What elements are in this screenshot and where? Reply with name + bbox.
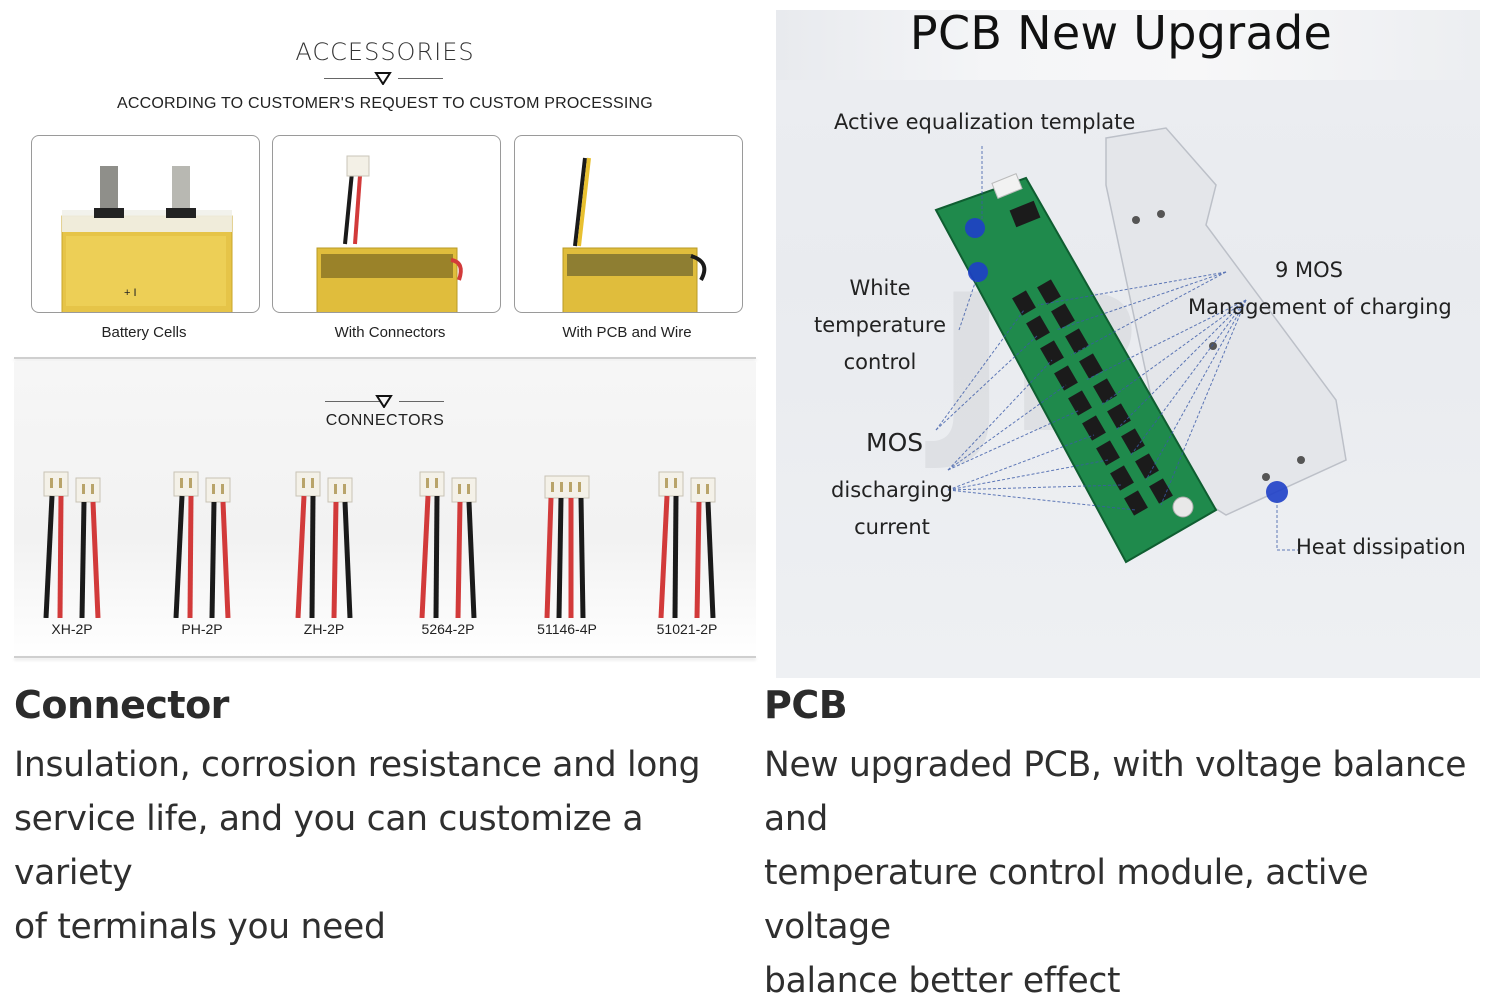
connectors-title: CONNECTORS [325, 412, 445, 429]
connector-label: 51146-4P [537, 621, 597, 637]
connector-image-zh-2p [268, 450, 380, 619]
callout-white-temperature: White temperature control [810, 270, 950, 381]
connector-image-ph-2p [146, 450, 258, 619]
callout-white-line2: temperature [814, 313, 946, 337]
svg-text:+ I: + I [124, 287, 137, 299]
with-pcb-wire-image [514, 135, 743, 313]
callout-active-equalization: Active equalization template [834, 110, 1136, 134]
down-triangle-icon [375, 395, 393, 408]
connector-image-5264-2p [392, 450, 504, 619]
callout-white-line1: White [849, 276, 911, 300]
section-divider-top [14, 357, 756, 359]
connector-desc-line1: Insulation, corrosion resistance and lon… [14, 745, 701, 785]
connector-image-51146-4p [511, 450, 623, 619]
callout-management-charging: Management of charging [1188, 295, 1452, 319]
marker-heat [1266, 481, 1288, 503]
pcb-desc-line1: New upgraded PCB, with voltage balance a… [764, 745, 1467, 839]
down-triangle-icon [374, 72, 392, 85]
pcb-desc-line3: balance better effect [764, 961, 1121, 1001]
title-divider-left [324, 78, 379, 79]
marker-temp-control [968, 262, 988, 282]
connectors-background [14, 362, 756, 658]
callout-mos: MOS [866, 428, 924, 457]
connector-image-51021-2p [631, 450, 743, 619]
callout-white-line3: control [843, 350, 917, 374]
title-divider-right [398, 78, 443, 79]
battery-cells-label: Battery Cells [101, 324, 187, 341]
marker-active-equalization [965, 218, 985, 238]
with-connectors-image [272, 135, 501, 313]
battery-cells-image: + I [31, 135, 260, 313]
pcb-title: PCB New Upgrade [909, 10, 1333, 60]
pcb-header-band [776, 10, 1480, 80]
callout-discharging-current: discharging current [822, 472, 962, 546]
accessories-panel: ACCESSORIES ACCORDING TO CUSTOMER'S REQU… [14, 10, 756, 678]
connector-label: XH-2P [51, 621, 93, 637]
connectors-divider-right [399, 401, 444, 402]
callout-discharging-line2: current [854, 515, 930, 539]
connector-desc-line2: service life, and you can customize a va… [14, 799, 644, 893]
pcb-desc-line2: temperature control module, active volta… [764, 853, 1369, 947]
connector-label: 51021-2P [656, 621, 718, 637]
connector-label: 5264-2P [421, 621, 475, 637]
callout-heat-dissipation: Heat dissipation [1296, 535, 1466, 559]
callout-discharging-line1: discharging [831, 478, 953, 502]
connector-desc-line3: of terminals you need [14, 907, 386, 947]
section-divider-bottom [14, 656, 756, 658]
connector-label: PH-2P [181, 621, 223, 637]
connector-description: Insulation, corrosion resistance and lon… [14, 738, 754, 954]
pcb-description: New upgraded PCB, with voltage balance a… [764, 738, 1504, 1008]
with-pcb-wire-label: With PCB and Wire [562, 324, 692, 341]
connectors-divider-left [325, 401, 380, 402]
accessories-title: ACCESSORIES [295, 38, 475, 66]
with-connectors-label: With Connectors [334, 324, 446, 341]
connector-label: ZH-2P [303, 621, 345, 637]
connector-image-xh-2p [16, 450, 128, 619]
pcb-illustration: JR [925, 127, 1347, 564]
callout-nine-mos: 9 MOS [1275, 258, 1344, 282]
connector-heading: Connector [14, 683, 229, 727]
pcb-heading: PCB [764, 683, 848, 727]
accessories-subtitle: ACCORDING TO CUSTOMER'S REQUEST TO CUSTO… [117, 95, 653, 112]
pcb-panel: PCB New Upgrade JR [776, 10, 1480, 678]
